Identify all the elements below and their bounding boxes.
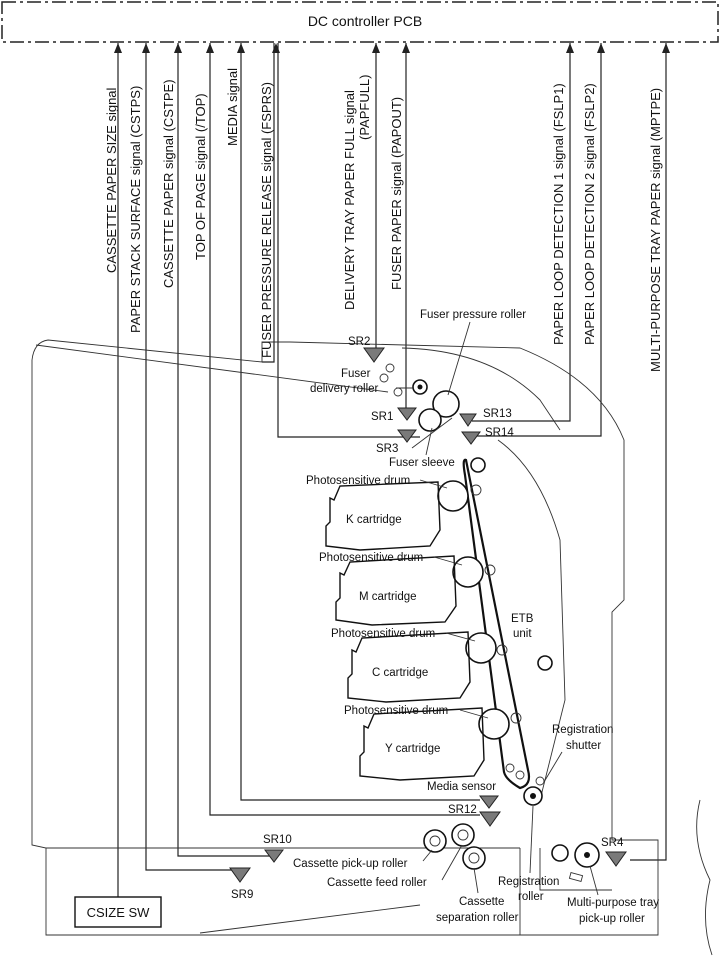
signal-media: MEDIA signal xyxy=(225,68,240,146)
signal-fsprs: FUSER PRESSURE RELEASE signal (FSPRS) xyxy=(259,82,274,358)
cassette-pickup-roller-label: Cassette pick-up roller xyxy=(293,858,408,870)
media-sensor xyxy=(479,795,499,809)
sr4-sensor xyxy=(605,851,627,867)
sr10-label: SR10 xyxy=(263,834,292,846)
signal-fslp1: PAPER LOOP DETECTION 1 signal (FSLP1) xyxy=(551,83,566,345)
sr4-label: SR4 xyxy=(601,837,624,849)
separation-roller-label: separation roller xyxy=(436,912,519,924)
sr9-label: SR9 xyxy=(231,889,253,901)
signal-cstps: PAPER STACK SURFACE signal (CSTPS) xyxy=(128,86,143,333)
fuser-assembly xyxy=(379,363,460,449)
cassette-feed-roller-label: Cassette feed roller xyxy=(327,877,427,889)
sr12-label: SR12 xyxy=(448,804,477,816)
etb-unit xyxy=(462,457,553,790)
signal-wires xyxy=(114,43,670,897)
m-cartridge-label: M cartridge xyxy=(359,591,417,603)
roller-label: roller xyxy=(518,891,544,903)
fuser-pressure-roller-label: Fuser pressure roller xyxy=(420,309,526,321)
m-cartridge-shape xyxy=(335,555,457,626)
sr14-sensor xyxy=(461,431,481,445)
sr9-sensor xyxy=(229,867,251,883)
sr3-label: SR3 xyxy=(376,443,398,455)
sr10-sensor xyxy=(264,849,284,863)
c-cartridge-label: C cartridge xyxy=(372,667,428,679)
sr1-sensor xyxy=(397,407,417,421)
signal-top: TOP OF PAGE signal (/TOP) xyxy=(193,93,208,260)
media-sensor-label: Media sensor xyxy=(427,781,496,793)
signal-papout: FUSER PAPER signal (PAPOUT) xyxy=(389,97,404,290)
multi-purpose-tray-label: Multi-purpose tray xyxy=(567,897,659,909)
photosensitive-drum-y-label: Photosensitive drum xyxy=(344,705,448,717)
y-cartridge-label: Y cartridge xyxy=(385,743,440,755)
delivery-roller-label: delivery roller xyxy=(310,383,379,395)
registration-roller-label: Registration xyxy=(498,876,559,888)
sr1-label: SR1 xyxy=(371,411,393,423)
cassette-label: Cassette xyxy=(459,896,504,908)
csize-sw-box xyxy=(74,896,162,928)
sensors xyxy=(229,347,627,883)
registration-shutter-label: Registration xyxy=(552,724,613,736)
photosensitive-drum-m-label: Photosensitive drum xyxy=(319,552,423,564)
photosensitive-drum-k-label: Photosensitive drum xyxy=(306,475,410,487)
cartridges xyxy=(325,481,485,781)
sr2-label: SR2 xyxy=(348,336,370,348)
sr12-sensor xyxy=(479,811,501,827)
signal-fslp2: PAPER LOOP DETECTION 2 signal (FSLP2) xyxy=(582,83,597,345)
sr3-sensor xyxy=(397,429,417,443)
etb-unit-label: unit xyxy=(513,628,532,640)
photosensitive-drums xyxy=(437,480,510,740)
sr13-label: SR13 xyxy=(483,408,512,420)
signal-cstpe: CASSETTE PAPER signal (CSTPE) xyxy=(161,79,176,288)
csize-sw-label: CSIZE SW xyxy=(87,905,151,920)
mp-pickup-roller-label: pick-up roller xyxy=(579,913,645,925)
sr2-sensor xyxy=(363,347,385,363)
signal-papfull: DELIVERY TRAY PAPER FULL signal xyxy=(342,90,357,310)
c-cartridge-shape xyxy=(347,631,471,703)
signal-mptpe: MULTI-PURPOSE TRAY PAPER signal (MPTPE) xyxy=(648,88,663,372)
etb-label: ETB xyxy=(511,613,534,625)
sr14-label: SR14 xyxy=(485,427,514,439)
fuser-sleeve-label: Fuser sleeve xyxy=(389,457,455,469)
k-cartridge-shape xyxy=(325,481,441,551)
sr13-sensor xyxy=(459,413,477,427)
photosensitive-drum-c-label: Photosensitive drum xyxy=(331,628,435,640)
fuser-label: Fuser xyxy=(341,368,371,380)
k-cartridge-label: K cartridge xyxy=(346,514,402,526)
signal-papfull-abbr: (PAPFULL) xyxy=(357,75,372,141)
shutter-label: shutter xyxy=(566,740,601,752)
y-cartridge-shape xyxy=(359,707,485,781)
dc-controller-pcb-label: DC controller PCB xyxy=(308,13,422,29)
feed-rollers xyxy=(423,776,600,883)
dc-controller-pcb-box xyxy=(1,1,719,43)
signal-cstsz: CASSETTE PAPER SIZE signal xyxy=(104,87,119,273)
